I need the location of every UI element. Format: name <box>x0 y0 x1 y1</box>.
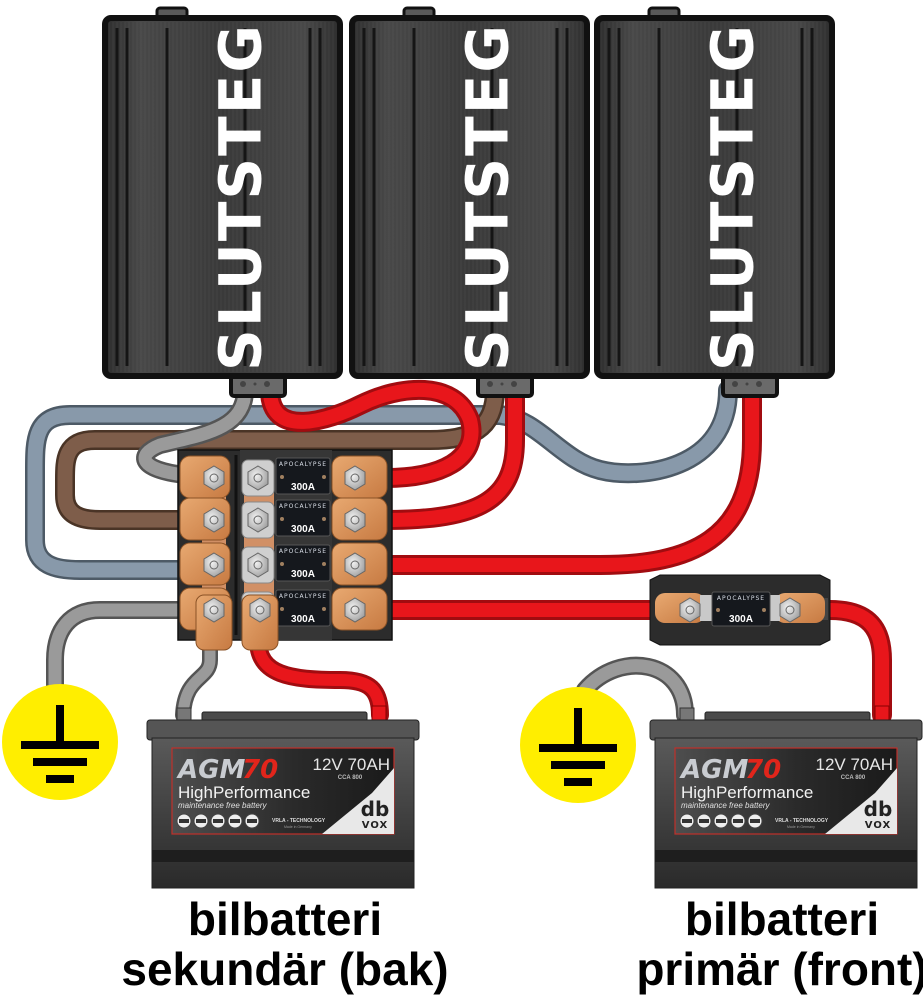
fuse: APOCALYPSE 300A <box>275 457 331 495</box>
fuse-rating: 300A <box>291 569 315 580</box>
battery-made-in: Made in Germany <box>787 825 815 829</box>
battery-made-in: Made in Germany <box>284 825 312 829</box>
battery-voltage-capacity: 12V 70AH <box>313 755 391 774</box>
battery-technology: VRLA - TECHNOLOGY <box>775 818 829 824</box>
battery-caption-line2: primär (front) <box>636 943 923 995</box>
battery-subtitle: maintenance free battery <box>681 801 770 810</box>
brand-logo-top: db <box>361 797 390 821</box>
amplifier-label: SLUTSTEG <box>207 23 275 371</box>
bolt-icon <box>779 597 801 623</box>
battery-label <box>171 747 395 835</box>
bolt-icon <box>344 597 366 623</box>
battery-series: HighPerformance <box>681 783 813 802</box>
fuse-brand: APOCALYPSE <box>717 595 765 602</box>
fuse-rating: 300A <box>291 614 315 625</box>
bolt-icon <box>344 552 366 578</box>
amplifier-label: SLUTSTEG <box>699 23 767 371</box>
bolt-icon <box>203 507 225 533</box>
inline-fuse-holder: APOCALYPSE 300A <box>649 574 831 646</box>
battery-cca: CCA 800 <box>338 775 363 781</box>
bolt-icon <box>344 507 366 533</box>
battery-model-number: 70 <box>242 755 278 785</box>
brand-logo-bottom: VOX <box>865 820 891 831</box>
battery-model: AGM <box>679 755 748 785</box>
bolt-icon <box>247 465 269 491</box>
battery-caption-line1: bilbatteri <box>188 893 382 945</box>
ground-symbol-front <box>520 687 636 803</box>
ground-icon <box>21 705 99 783</box>
battery-model-number: 70 <box>745 755 781 785</box>
battery-subtitle: maintenance free battery <box>178 801 267 810</box>
fuse-rating: 300A <box>291 524 315 535</box>
battery-model: AGM <box>176 755 245 785</box>
fuse: APOCALYPSE 300A <box>275 544 331 582</box>
battery-caption-line1: bilbatteri <box>685 893 879 945</box>
bolt-icon <box>247 507 269 533</box>
bolt-icon <box>203 552 225 578</box>
amplifier-1: SLUTSTEG <box>102 6 343 398</box>
bolt-icon <box>679 597 701 623</box>
amplifier-2: SLUTSTEG <box>349 6 590 398</box>
brand-logo-top: db <box>864 797 893 821</box>
fuse: APOCALYPSE 300A <box>275 499 331 537</box>
fuse: APOCALYPSE 300A <box>275 589 331 627</box>
battery-series: HighPerformance <box>178 783 310 802</box>
amplifiers: SLUTSTEG SLUTSTEG SLUTSTEG <box>102 6 835 398</box>
bolt-icon <box>249 597 271 623</box>
fuse-brand: APOCALYPSE <box>279 461 327 468</box>
bolt-icon <box>203 597 225 623</box>
bolt-icon <box>203 465 225 491</box>
distribution-block: APOCALYPSE 300A APOCALYPSE 300A APOCALYPSE 30… <box>177 449 393 651</box>
fuse-rating: 300A <box>729 614 753 625</box>
fuse-brand: APOCALYPSE <box>279 503 327 510</box>
battery-caption-line2: sekundär (bak) <box>121 943 448 995</box>
fuse-row-3: APOCALYPSE 300A <box>179 542 388 586</box>
fuse-rating: 300A <box>291 482 315 493</box>
amplifier-3: SLUTSTEG <box>594 6 835 398</box>
cables <box>25 379 892 725</box>
fuse-row-1: APOCALYPSE 300A <box>179 455 388 499</box>
ground-symbol-rear <box>2 684 118 800</box>
fuse-brand: APOCALYPSE <box>279 593 327 600</box>
battery-cca: CCA 800 <box>841 775 866 781</box>
amplifier-label: SLUTSTEG <box>454 23 522 371</box>
battery-voltage-capacity: 12V 70AH <box>816 755 894 774</box>
fuse-row-2: APOCALYPSE 300A <box>179 497 388 541</box>
fuse-inline: APOCALYPSE 300A <box>711 591 771 627</box>
brand-logo-bottom: VOX <box>362 820 388 831</box>
ground-icon <box>539 708 617 786</box>
bolt-icon <box>344 465 366 491</box>
fuse-brand: APOCALYPSE <box>279 548 327 555</box>
bolt-icon <box>247 552 269 578</box>
battery-technology: VRLA - TECHNOLOGY <box>272 818 326 824</box>
